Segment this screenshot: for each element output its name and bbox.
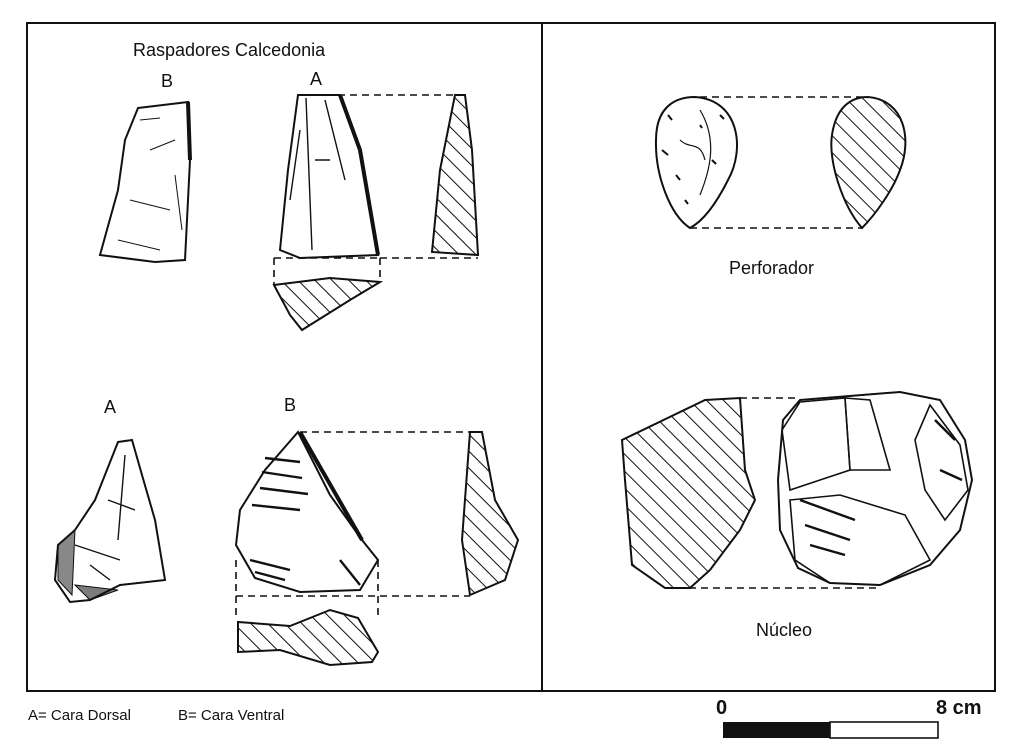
perforador-drawing — [654, 95, 738, 230]
scraper-bottom-label-b: B — [284, 395, 297, 415]
scraper-top-dorsal — [278, 94, 380, 260]
scraper-bottom-section-bottom — [237, 608, 380, 667]
raspadores-title: Raspadores Calcedonia — [133, 40, 326, 60]
scale-end-label: 8 cm — [936, 697, 982, 719]
legend-ventral: B= Cara Ventral — [178, 707, 285, 724]
scraper-bottom-projection-lines — [235, 431, 480, 620]
scraper-bottom-dorsal — [53, 438, 167, 604]
scraper-bottom-label-a: A — [104, 397, 117, 417]
figure-frame — [26, 22, 996, 692]
scraper-bottom-ventral — [234, 430, 380, 594]
nucleo-projection-lines — [665, 397, 880, 589]
nucleo-label: Núcleo — [756, 620, 813, 640]
scraper-top-section-bottom — [272, 276, 384, 332]
nucleo-section — [620, 396, 757, 589]
scraper-top-label-b: B — [161, 71, 174, 91]
perforador-section — [830, 95, 907, 230]
scale-start-label: 0 — [716, 697, 728, 719]
scraper-top-ventral — [98, 100, 192, 264]
nucleo-drawing — [776, 390, 974, 587]
scale-bar — [723, 721, 939, 739]
scraper-top-projection-lines — [273, 94, 478, 285]
legend-dorsal: A= Cara Dorsal — [28, 707, 131, 724]
panel-divider — [541, 22, 543, 692]
scraper-top-section-side — [430, 94, 480, 257]
perforador-label: Perforador — [729, 258, 815, 278]
perforador-projection-lines — [690, 96, 868, 229]
scraper-top-label-a: A — [310, 69, 323, 89]
scraper-bottom-section-side — [460, 431, 520, 597]
